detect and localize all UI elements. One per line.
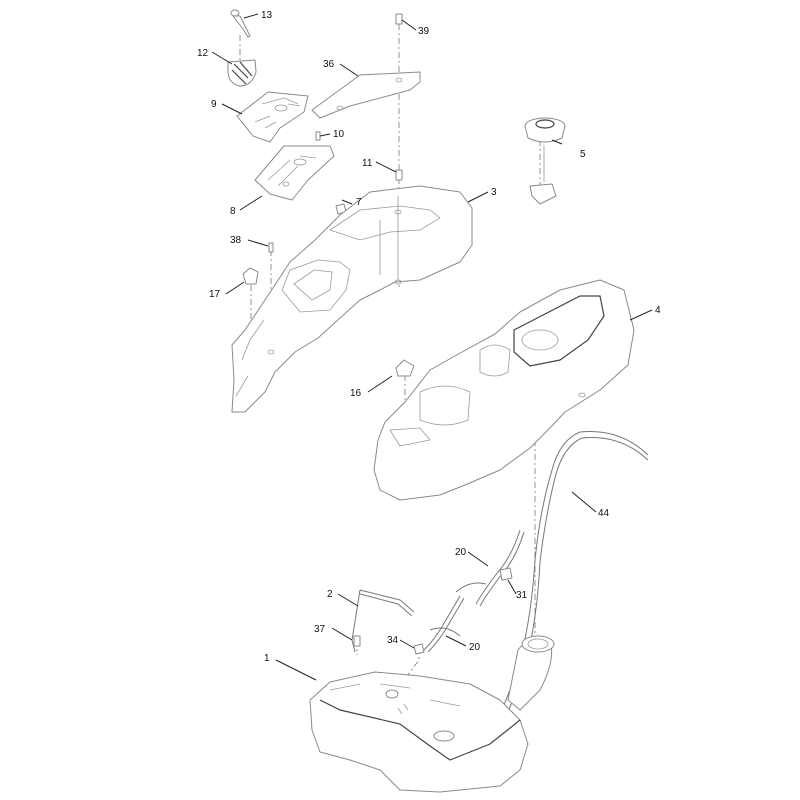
callout-34: 34 bbox=[387, 635, 399, 646]
part-1-fuel-tank bbox=[309, 635, 555, 793]
part-5-fuel-cap bbox=[524, 117, 566, 205]
callout-10: 10 bbox=[333, 129, 345, 140]
callout-4: 4 bbox=[655, 305, 661, 316]
callout-17: 17 bbox=[209, 289, 221, 300]
callout-44: 44 bbox=[598, 508, 610, 519]
callout-8: 8 bbox=[230, 206, 236, 217]
part-20-hose-upper bbox=[455, 529, 525, 607]
callout-31: 31 bbox=[516, 590, 528, 601]
callout-39: 39 bbox=[418, 26, 430, 37]
part-38-screw bbox=[268, 242, 274, 253]
part-4-shroud bbox=[373, 279, 635, 501]
part-11-screw bbox=[395, 169, 403, 181]
part-8-plate bbox=[254, 145, 335, 201]
part-10-screw bbox=[315, 131, 321, 141]
part-13-dipstick bbox=[230, 9, 251, 38]
callout-3: 3 bbox=[491, 187, 497, 198]
part-9-plate bbox=[236, 91, 309, 143]
callout-36: 36 bbox=[323, 59, 335, 70]
part-16-clip bbox=[395, 359, 415, 377]
callout-16: 16 bbox=[350, 388, 362, 399]
part-37-screw bbox=[353, 635, 361, 647]
part-34-fitting bbox=[413, 643, 425, 655]
callout-9: 9 bbox=[211, 99, 217, 110]
part-17-clip bbox=[242, 267, 259, 285]
part-20-hose-lower bbox=[423, 595, 465, 653]
callout-12: 12 bbox=[197, 48, 209, 59]
callout-5: 5 bbox=[580, 149, 586, 160]
callout-37: 37 bbox=[314, 624, 326, 635]
part-44-fuel-hose bbox=[489, 430, 649, 743]
part-31-clamp bbox=[499, 567, 513, 581]
callout-20-upper: 20 bbox=[455, 547, 467, 558]
callout-1: 1 bbox=[264, 653, 270, 664]
part-3-body bbox=[231, 185, 473, 413]
callout-38: 38 bbox=[230, 235, 242, 246]
callout-2: 2 bbox=[327, 589, 333, 600]
callout-13: 13 bbox=[261, 10, 273, 21]
part-12-bracket bbox=[227, 59, 257, 87]
callout-7: 7 bbox=[356, 197, 362, 208]
part-39-screw bbox=[395, 13, 403, 25]
leader-lines bbox=[211, 13, 653, 681]
part-36-cover bbox=[311, 71, 421, 119]
callout-labels: 13 12 9 10 8 7 11 3 36 39 5 4 38 17 16 2… bbox=[197, 10, 661, 664]
callout-20-lower: 20 bbox=[469, 642, 481, 653]
callout-11: 11 bbox=[362, 158, 373, 169]
